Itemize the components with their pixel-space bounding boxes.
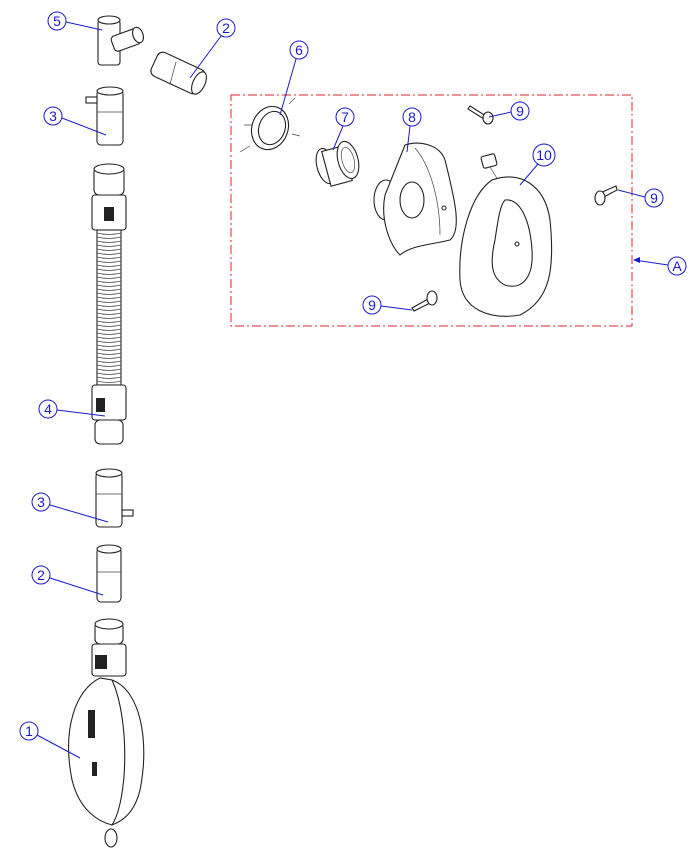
callout-9-b: 9 [644, 188, 664, 208]
part-9-screw-b [594, 185, 618, 206]
part-3-sample-port-top [85, 86, 124, 146]
part-6-headstrap-ring [239, 97, 301, 153]
part-8-mask-shell [373, 142, 457, 256]
part-3-sample-port-bottom [95, 468, 134, 528]
callout-6: 6 [289, 40, 309, 60]
hose-rib [96, 288, 122, 291]
part-2-connector-top [150, 51, 207, 95]
svg-text:8: 8 [408, 109, 416, 125]
svg-text:10: 10 [536, 147, 552, 163]
part-4-corrugated-hose [91, 163, 127, 445]
hose-rib [96, 296, 122, 299]
hose-rib [96, 272, 122, 275]
hose-rib [96, 244, 122, 247]
hose-rib [96, 292, 122, 295]
hose-rib [96, 316, 122, 319]
hose-rib [96, 348, 122, 351]
hose-rib [96, 356, 122, 359]
hose-rib [96, 372, 122, 375]
hose-rib [96, 320, 122, 323]
hose-rib [96, 340, 122, 343]
svg-text:4: 4 [44, 401, 52, 417]
hose-rib [96, 328, 122, 331]
hose-rib [96, 304, 122, 307]
hose-rib [96, 284, 122, 287]
svg-text:3: 3 [37, 494, 45, 510]
hose-rib [96, 324, 122, 327]
svg-text:2: 2 [37, 567, 45, 583]
callout-3-top: 3 [43, 106, 63, 126]
callout-9-c: 9 [362, 295, 382, 315]
hose-rib [96, 332, 122, 335]
assembly-a-boundary [230, 94, 633, 327]
hose-rib [96, 256, 122, 259]
hose-rib [96, 248, 122, 251]
svg-text:5: 5 [53, 13, 61, 29]
hose-rib [96, 240, 122, 243]
hose-rib [96, 268, 122, 271]
callout-5: 5 [47, 11, 67, 31]
svg-text:6: 6 [295, 42, 303, 58]
hose-rib [96, 360, 122, 363]
callout-3-bottom: 3 [31, 492, 51, 512]
hose-rib [96, 300, 122, 303]
part-10-mask-cushion [459, 153, 553, 317]
part-7-mask-adapter [315, 140, 360, 187]
hose-rib [96, 380, 122, 383]
hose-rib [96, 252, 122, 255]
svg-text:1: 1 [25, 723, 33, 739]
svg-text:A: A [672, 258, 682, 274]
hose-rib [96, 280, 122, 283]
part-5-elbow-connector [97, 15, 144, 66]
svg-text:9: 9 [516, 103, 524, 119]
hose-rib [96, 352, 122, 355]
svg-text:9: 9 [368, 297, 376, 313]
hose-rib [96, 364, 122, 367]
hose-rib [96, 368, 122, 371]
svg-text:2: 2 [222, 20, 230, 36]
callout-10: 10 [532, 143, 556, 167]
callout-4: 4 [38, 399, 58, 419]
callout-2-top: 2 [216, 18, 236, 38]
leader-lines [36, 21, 669, 759]
callout-2-bottom: 2 [31, 565, 51, 585]
callout-A: A [667, 256, 687, 276]
hose-rib [96, 308, 122, 311]
hose-rib [96, 276, 122, 279]
hose-rib [96, 344, 122, 347]
hose-rib [96, 232, 122, 235]
hose-rib [96, 376, 122, 379]
hose-rib [96, 236, 122, 239]
callout-9-a: 9 [510, 101, 530, 121]
part-2-connector-bottom [96, 544, 122, 603]
hose-rib [96, 336, 122, 339]
svg-text:3: 3 [49, 108, 57, 124]
callout-7: 7 [335, 107, 355, 127]
part-9-screw-c [411, 290, 438, 312]
hose-rib [96, 264, 122, 267]
svg-text:7: 7 [341, 109, 349, 125]
svg-text:9: 9 [650, 190, 658, 206]
hose-rib [96, 312, 122, 315]
callout-8: 8 [402, 107, 422, 127]
hose-rib [96, 260, 122, 263]
part-9-screw-a [467, 105, 494, 125]
callout-1: 1 [19, 721, 39, 741]
part-1-breathing-bag [68, 618, 145, 848]
